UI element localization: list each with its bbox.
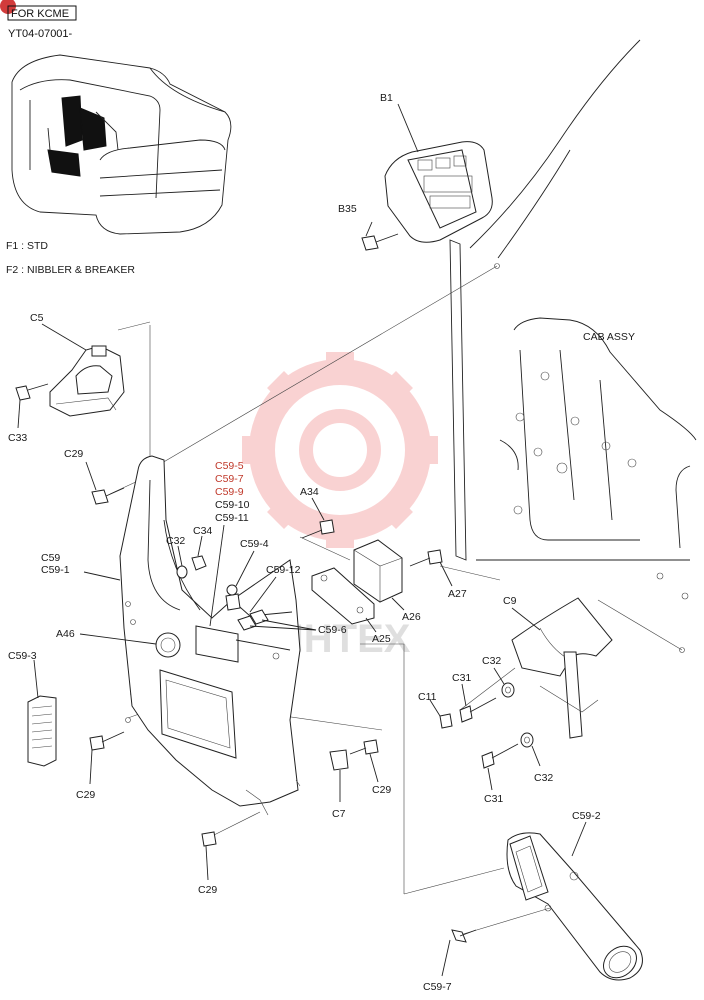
label-c59: C59 [41,552,60,564]
block-a26 [353,539,405,611]
legend-f2: F2 : NIBBLER & BREAKER [6,264,135,276]
label-c29-left: C29 [76,789,95,801]
washer-c32-top [176,545,188,579]
legend-f1: F1 : STD [6,240,48,252]
label-c29-right: C29 [372,784,391,796]
label-c59-12: C59-12 [266,564,301,576]
label-c59-1: C59-1 [41,564,70,576]
label-c59-2: C59-2 [572,810,601,822]
nut-c34 [191,535,207,571]
bolt-c31-upper [459,683,497,723]
screw-c59-7 [441,929,477,977]
red-label-group: C59-5 C59-7 C59-9 C59-10 C59-11 [209,460,250,627]
label-a46: A46 [56,628,75,640]
monitor-b1 [384,103,493,243]
label-c34: C34 [193,525,212,537]
label-c7: C7 [332,808,346,820]
serial-number: YT04-07001- [8,28,73,40]
bracket-c9 [511,597,613,739]
header-box-label: FOR KCME [11,8,69,20]
grille-c59-3 [27,659,57,767]
bolt-a34 [301,497,335,539]
label-c59-10: C59-10 [215,499,250,511]
washer-c32-lower [520,732,541,767]
label-c5: C5 [30,312,44,324]
label-c29-bottom: C29 [198,884,217,896]
cab-frame [449,39,697,653]
label-a26: A26 [402,611,421,623]
label-c33: C33 [8,432,27,444]
label-c59-9: C59-9 [215,486,244,498]
label-c59-4: C59-4 [240,538,269,550]
header: FOR KCME YT04-07001- [0,0,77,40]
bolt-c33 [15,383,49,429]
label-a34: A34 [300,486,319,498]
label-c59-11: C59-11 [215,512,249,524]
washer-c32-mid [493,667,515,698]
console-c59 [119,455,301,816]
label-b35: B35 [338,203,357,215]
holder-c5 [41,323,125,417]
bolt-c29-bottom [201,831,217,881]
watermark-logo [242,352,438,548]
bolt-a27 [409,549,453,587]
bolt-c31-lower [481,743,519,791]
label-c31-upper: C31 [452,672,471,684]
label-a27: A27 [448,588,467,600]
machine-thumbnail [11,54,232,235]
bolt-c29-right [349,739,379,783]
bolt-c29-upper [85,461,125,505]
fastener-c11 [429,699,453,729]
label-c59-7-red: C59-7 [215,473,244,485]
header-box [7,5,77,21]
bolt-b35 [361,221,399,251]
assembly-lines [109,265,683,936]
label-c31-lower: C31 [484,793,503,805]
label-c59-3: C59-3 [8,650,37,662]
label-c59-7-bottom: C59-7 [423,981,452,993]
label-c59-6: C59-6 [318,624,347,636]
label-c29-upper: C29 [64,448,83,460]
bracket-a25 [311,567,377,633]
label-b1: B1 [380,92,393,104]
label-c59-5: C59-5 [215,460,244,472]
label-a25: A25 [372,633,391,645]
label-c32-top: C32 [166,535,185,547]
clip-c7 [329,749,349,802]
label-c9: C9 [503,595,517,607]
duct-c59-2 [506,821,643,981]
label-cab-assy: CAB ASSY [583,331,635,343]
bolt-c29-left [89,731,125,785]
label-c11: C11 [418,691,437,703]
label-c32-mid: C32 [482,655,501,667]
label-c32-lower: C32 [534,772,553,784]
